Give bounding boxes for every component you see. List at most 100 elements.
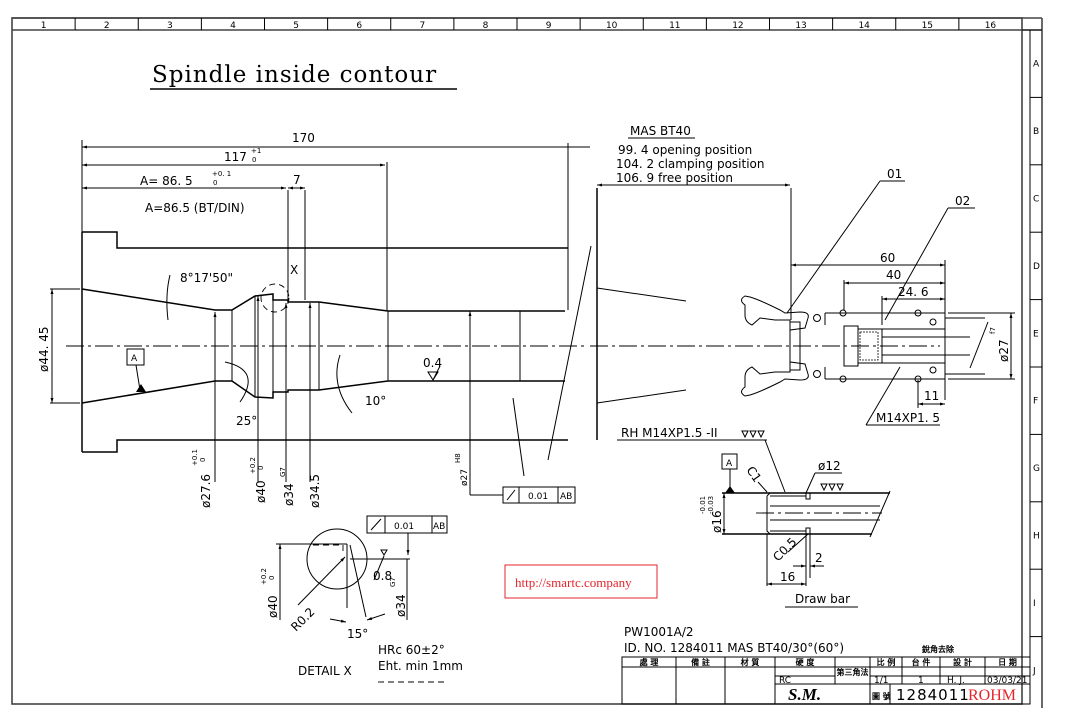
dim-dia-27-fit-f7: f7: [989, 327, 997, 334]
dim-117-tol-lower: 0: [252, 156, 256, 164]
zone-column-label: 2: [104, 21, 110, 31]
runout-value-detail: 0.01: [394, 522, 414, 532]
detail-dim-dia-40-tol-lower: 0: [268, 576, 276, 580]
zone-column-label: 5: [293, 21, 299, 31]
draw-bar-view: RH M14XP1.5 -II A C1 ø12 ø16 -0.01 -0.03…: [617, 426, 891, 608]
dim-dia-27-6: ø27.6: [199, 474, 213, 508]
dim-a-tol-lower: 0: [213, 179, 217, 187]
drawing-no-label: 圖 號: [872, 691, 891, 701]
zone-column-label: 15: [922, 21, 933, 31]
dim-2: 2: [815, 551, 823, 565]
zone-column-label: 12: [732, 21, 743, 31]
title-block-header: 比 例: [877, 657, 896, 667]
detail-radius: R0.2: [288, 605, 317, 634]
dim-dia-40: ø40: [254, 480, 268, 503]
dim-60: 60: [880, 251, 895, 265]
dim-dia-34-fit: G7: [279, 467, 287, 477]
draw-bar-label: Draw bar: [795, 592, 850, 606]
zone-column-label: 1: [41, 21, 47, 31]
dim-dia-16: ø16: [710, 510, 724, 533]
dim-16: 16: [780, 570, 795, 584]
zone-column-label: 8: [483, 21, 489, 31]
detail-angle-15: 15°: [347, 627, 368, 641]
runout-symbol-icon: [506, 489, 516, 501]
dim-dia-27-f7: ø27: [997, 339, 1011, 362]
zone-row-label: I: [1033, 599, 1036, 609]
o-rings: [813, 309, 937, 383]
zone-column-label: 6: [356, 21, 362, 31]
zone-row-label: J: [1032, 666, 1036, 676]
zone-column-label: 7: [419, 21, 425, 31]
runout-datum-detail: AB: [433, 522, 445, 532]
title-block-header: 設 計: [953, 657, 972, 667]
dim-117-tol-upper: +1: [251, 147, 261, 155]
zone-column-label: 13: [795, 21, 806, 31]
detail-x-view: 0.01 AB ø40 +0.2 0 ø34 G7 0.8 R0.2 15° D…: [260, 515, 463, 683]
dim-dia-27-fit: H8: [454, 453, 462, 463]
watermark-box[interactable]: http://smartc.company: [504, 564, 658, 599]
label-02: 02: [955, 194, 970, 208]
dim-dia-16-tol-upper: -0.01: [699, 496, 707, 514]
pos-opening: 99. 4 opening position: [618, 143, 752, 157]
chamfer-c1: C1: [744, 464, 765, 485]
zone-row-label: G: [1033, 464, 1040, 474]
detail-dim-dia-40: ø40: [266, 595, 280, 618]
zone-row-label: C: [1033, 195, 1039, 205]
dim-dia-34-5: ø34.5: [308, 474, 322, 508]
detail-dim-dia-34-fit: G7: [389, 577, 397, 587]
title-block-header: 處 理: [640, 657, 659, 667]
title-block-header: 備 註: [691, 657, 710, 667]
datum-a-draw-bar: A: [726, 459, 733, 469]
title-block-header: 台 件: [912, 657, 931, 667]
pos-free: 106. 9 free position: [616, 171, 733, 185]
runout-datum: AB: [560, 492, 572, 502]
chamfer-c05: C0.5: [770, 535, 799, 564]
qty-value: 1: [918, 676, 924, 686]
zone-row-label: F: [1033, 397, 1038, 407]
zone-column-label: 3: [167, 21, 173, 31]
drawing-title: Spindle inside contour: [152, 62, 437, 88]
company-mark: S.M.: [788, 685, 821, 704]
mas-bt40-view: MAS BT40 99. 4 opening position 104. 2 c…: [590, 124, 1015, 440]
zone-column-label: 16: [985, 21, 997, 31]
zone-row-label: B: [1033, 127, 1039, 137]
roughness-icon-detail: [380, 549, 388, 556]
hardness-value: RC: [779, 676, 791, 686]
dim-a: A= 86. 5: [140, 174, 193, 188]
dim-7: 7: [293, 173, 301, 187]
dim-dia-27: ø27: [460, 469, 470, 486]
zone-column-label: 11: [669, 21, 680, 31]
watermark-link[interactable]: http://smartc.company: [515, 575, 632, 590]
dim-dia-27-6-tol-lower: 0: [199, 458, 207, 462]
zone-row-label: A: [1033, 60, 1040, 70]
detail-roughness: 0.8: [373, 569, 392, 583]
surface-finish-icon-2: [820, 483, 844, 492]
mas-heading: MAS BT40: [630, 124, 691, 138]
zone-column-label: 14: [858, 21, 870, 31]
dim-24-6: 24. 6: [898, 285, 929, 299]
angle-10: 10°: [365, 394, 386, 408]
roughness-0-4: 0.4: [423, 356, 442, 370]
dim-dia-34: ø34: [282, 483, 296, 506]
dim-40: 40: [886, 268, 901, 282]
zone-column-label: 10: [606, 21, 618, 31]
pos-clamping: 104. 2 clamping position: [616, 157, 764, 171]
title-block-header: 硬 度: [796, 657, 816, 667]
label-01: 01: [887, 167, 902, 181]
datum-a: A: [131, 354, 138, 364]
thread-m14: M14XP1. 5: [876, 411, 940, 425]
dim-dia-40-tol-lower: 0: [257, 466, 265, 470]
dim-a-tol-upper: +0. 1: [212, 170, 231, 178]
note-a-bt-din: A=86.5 (BT/DIN): [145, 201, 245, 215]
detail-dim-dia-40-tol-upper: +0.2: [260, 568, 268, 585]
zone-row-label: D: [1033, 262, 1040, 272]
thread-note: RH M14XP1.5 -II: [621, 426, 718, 440]
zone-column-label: 4: [230, 21, 236, 31]
zone-row-label: E: [1033, 329, 1039, 339]
designer-value: H. J.: [947, 676, 965, 686]
dim-dia-44-45: ø44. 45: [37, 326, 51, 372]
title-block-header: 第三角法: [837, 667, 869, 677]
id-line: ID. NO. 1284011 MAS BT40/30°(60°): [624, 641, 844, 655]
